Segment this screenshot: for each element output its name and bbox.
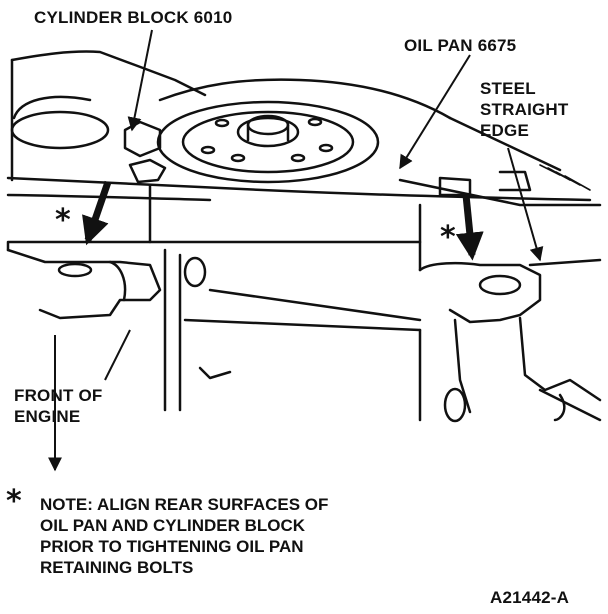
steel-edge-label-3: EDGE bbox=[480, 121, 529, 140]
rear-seal-plate bbox=[156, 100, 380, 184]
bore-opening bbox=[10, 110, 110, 150]
block-upper-outline bbox=[10, 50, 207, 97]
leader-cylinder-block bbox=[127, 29, 153, 132]
straight-edge bbox=[6, 240, 422, 272]
steel-edge-label-1: STEEL bbox=[480, 79, 536, 98]
right-pan-boss bbox=[418, 261, 542, 324]
leader-front-diag bbox=[104, 329, 131, 381]
front-of-engine-label-2: ENGINE bbox=[14, 407, 81, 426]
steel-edge-label-2: STRAIGHT bbox=[480, 100, 569, 119]
left-pan-boss bbox=[6, 248, 162, 320]
note-line-3: PRIOR TO TIGHTENING OIL PAN bbox=[40, 537, 304, 556]
note-line-4: RETAINING BOLTS bbox=[40, 558, 194, 577]
note-line-1: NOTE: ALIGN REAR SURFACES OF bbox=[40, 495, 329, 514]
block-rail-top bbox=[6, 176, 592, 202]
oil-pan-label: OIL PAN 6675 bbox=[404, 36, 517, 55]
leader-oil-pan bbox=[399, 54, 471, 170]
note-line-2: OIL PAN AND CYLINDER BLOCK bbox=[40, 516, 306, 535]
front-of-engine-label-1: FRONT OF bbox=[14, 386, 103, 405]
cylinder-block-label: CYLINDER BLOCK 6010 bbox=[34, 8, 233, 27]
figure-id: A21442-A bbox=[490, 588, 570, 607]
left-alignment-arrow bbox=[82, 180, 112, 246]
block-rail-bottom bbox=[6, 193, 212, 202]
right-alignment-arrow bbox=[455, 194, 484, 261]
note-asterisk: * bbox=[6, 484, 22, 519]
leader-steel-edge bbox=[507, 147, 544, 262]
left-asterisk: * bbox=[55, 203, 71, 238]
right-asterisk: * bbox=[440, 220, 456, 255]
